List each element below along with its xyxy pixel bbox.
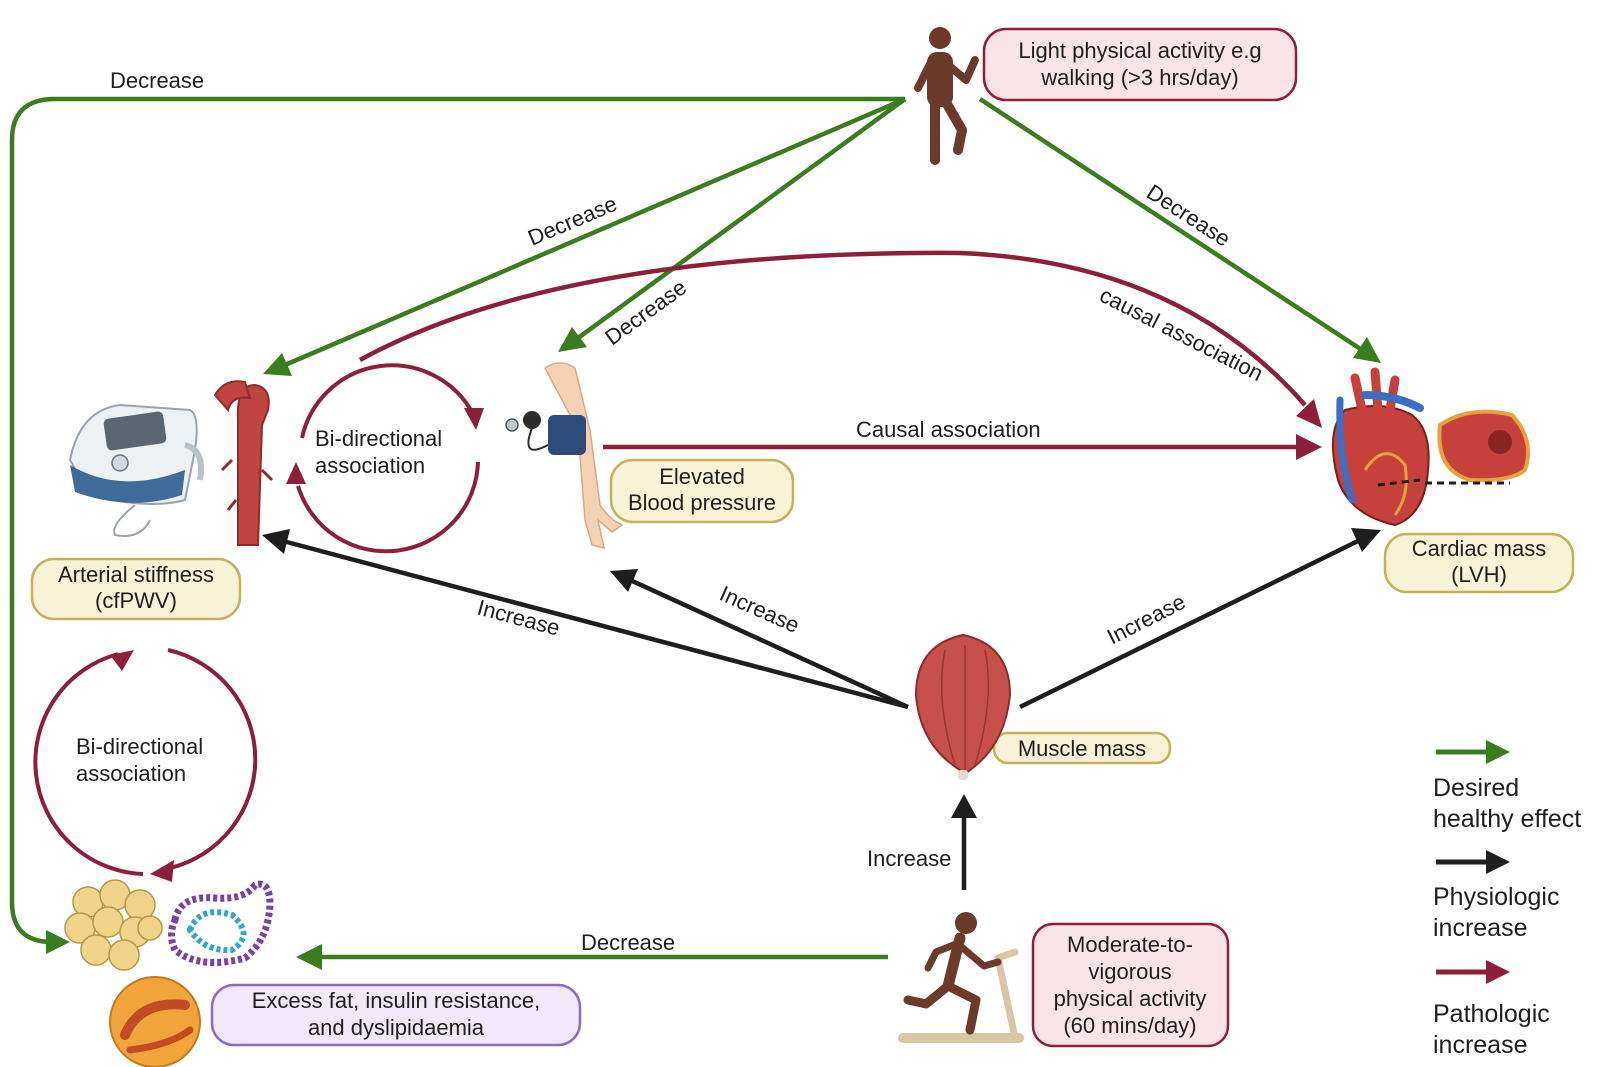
label-run-to-fat: Decrease (581, 930, 675, 955)
arrow-causal-curve (358, 250, 1307, 407)
arrow-walk-to-artery (284, 96, 906, 368)
fat-cells-icon (64, 879, 163, 971)
running-person-treadmill-icon (898, 912, 1024, 1043)
arrow-muscle-to-heart (1019, 537, 1361, 710)
cycle-lower-line2: association (76, 761, 186, 786)
arrow-muscle-to-artery (282, 538, 909, 710)
box-arterial-stiffness-line1: Arterial stiffness (58, 562, 214, 587)
arrowhead-cycle-lower-down (150, 860, 174, 882)
legend-red-line1: Pathologic (1433, 1000, 1550, 1028)
fat-globule-icon (109, 976, 201, 1067)
cycle-upper-bottom-arc (296, 461, 480, 554)
red-arrows (33, 250, 1322, 882)
box-elevated-bp-line2: Blood pressure (628, 490, 776, 515)
box-moderate-activity-line2: vigorous (1088, 959, 1171, 984)
legend-green-line2: healthy effect (1433, 805, 1581, 833)
cycle-upper-line1: Bi-directional (315, 426, 442, 451)
muscle-icon (914, 633, 1012, 780)
cycle-upper-top-arc (300, 363, 474, 439)
box-elevated-bp: Elevated Blood pressure (609, 458, 795, 524)
legend-red-arrowhead (1486, 960, 1510, 984)
box-moderate-activity-line3: physical activity (1054, 986, 1207, 1011)
box-excess-fat-line1: Excess fat, insulin resistance, (252, 988, 541, 1013)
arrowhead-walk-to-heart (1353, 337, 1381, 363)
aorta-icon (213, 380, 274, 546)
arrowhead-muscle-to-bp (610, 569, 638, 592)
arrowhead-muscle-to-heart (1351, 528, 1381, 552)
arrowhead-cycle-upper-right (464, 408, 484, 430)
label-causal-straight: Causal association (856, 417, 1041, 442)
box-elevated-bp-line1: Elevated (659, 464, 745, 489)
label-muscle-to-bp: Increase (716, 581, 803, 638)
arrowhead-walk-to-bp (558, 327, 587, 352)
box-cardiac-mass-line2: (LVH) (1451, 562, 1507, 587)
legend-green-arrowhead (1486, 740, 1510, 764)
box-light-activity-line2: walking (>3 hrs/day) (1040, 65, 1238, 90)
arrow-walk-to-bp (576, 97, 907, 340)
insulin-molecule-icon (168, 880, 274, 966)
cycle-labels: Bi-directional association Bi-directiona… (76, 426, 442, 786)
box-arterial-stiffness: Arterial stiffness (cfPWV) (30, 557, 242, 621)
label-muscle-to-heart: Increase (1103, 589, 1190, 650)
arrowhead-muscle-to-artery (262, 529, 290, 554)
cycle-lower-left-arc (33, 652, 144, 876)
label-top-decrease: Decrease (110, 68, 204, 93)
black-arrows (262, 528, 1381, 890)
pwv-device-icon (68, 403, 204, 537)
cycle-lower-line1: Bi-directional (76, 734, 203, 759)
box-light-activity-line1: Light physical activity e.g (1018, 38, 1261, 63)
label-run-to-muscle: Increase (867, 846, 951, 871)
arrowhead-cycle-lower-up (110, 650, 134, 671)
legend-black-line2: increase (1433, 914, 1528, 942)
box-cardiac-mass-line1: Cardiac mass (1412, 536, 1546, 561)
legend-red-line2: increase (1433, 1031, 1528, 1059)
box-muscle-mass: Muscle mass (992, 731, 1172, 765)
box-moderate-activity: Moderate-to- vigorous physical activity … (1031, 922, 1230, 1048)
box-excess-fat-line2: and dyslipidaemia (308, 1015, 485, 1040)
green-arrows (9, 96, 1381, 970)
cycle-lower-right-arc (167, 648, 258, 870)
arrowhead-cycle-upper-left (286, 462, 306, 484)
legend-black-arrowhead (1486, 850, 1510, 874)
arrowhead-causal-straight (1296, 434, 1322, 460)
cycle-upper-line2: association (315, 453, 425, 478)
legend-black-line1: Physiologic (1433, 883, 1559, 911)
heart-icon (1331, 367, 1430, 527)
box-excess-fat: Excess fat, insulin resistance, and dysl… (210, 983, 582, 1047)
box-arterial-stiffness-line2: (cfPWV) (95, 588, 177, 613)
arrow-walk-to-heart (978, 97, 1364, 352)
arrowhead-run-to-muscle (951, 794, 977, 818)
box-moderate-activity-line4: (60 mins/day) (1063, 1013, 1196, 1038)
arrow-walk-to-fat (9, 96, 905, 945)
legend: Desired healthy effect Physiologic incre… (1433, 740, 1581, 1059)
arrow-muscle-to-bp (629, 577, 909, 710)
box-cardiac-mass: Cardiac mass (LVH) (1383, 532, 1575, 594)
arrowhead-run-to-fat (296, 944, 322, 970)
heart-cross-section-icon (1425, 409, 1530, 485)
arrowhead-walk-to-artery (263, 353, 292, 376)
arm-blood-pressure-cuff-icon (505, 362, 624, 550)
legend-green-line1: Desired (1433, 774, 1519, 802)
walking-person-icon (914, 27, 979, 165)
box-light-activity: Light physical activity e.g walking (>3 … (982, 27, 1298, 102)
box-moderate-activity-line1: Moderate-to- (1067, 932, 1193, 957)
arrowhead-causal-curve (1296, 399, 1322, 428)
box-muscle-mass-line1: Muscle mass (1018, 736, 1146, 761)
arrowhead-walk-to-fat (46, 930, 70, 954)
label-causal-curve: causal association (1096, 282, 1268, 386)
